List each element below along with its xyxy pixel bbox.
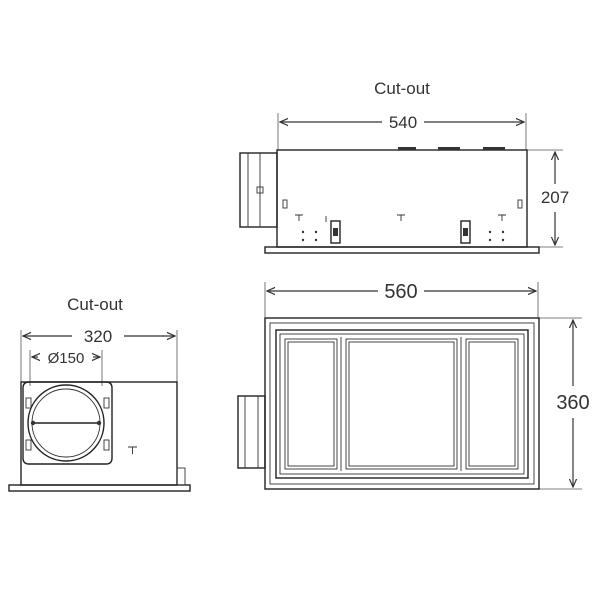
side-fan-body <box>239 147 540 254</box>
top-view: 560 360 <box>237 281 590 490</box>
top-width-dimension: 560 <box>264 281 539 318</box>
end-fan-body <box>8 381 191 492</box>
top-depth-label: 360 <box>556 392 589 414</box>
side-width-dimension: 540 <box>277 113 527 150</box>
duct-diameter-dimension: Ø150 <box>29 350 103 386</box>
side-height-label: 207 <box>541 188 569 207</box>
end-width-dimension: 320 <box>20 327 178 382</box>
top-width-label: 560 <box>384 281 417 303</box>
side-width-label: 540 <box>389 113 417 132</box>
side-view: Cut-out 540 207 <box>239 79 569 254</box>
top-depth-dimension: 360 <box>539 317 590 490</box>
end-cutout-label: Cut-out <box>67 295 123 314</box>
end-width-label: 320 <box>84 327 112 346</box>
side-height-dimension: 207 <box>527 149 569 248</box>
side-cutout-label: Cut-out <box>374 79 430 98</box>
top-fan-body <box>237 317 540 490</box>
end-view: Cut-out 320 Ø150 <box>8 295 191 492</box>
duct-diameter-label: Ø150 <box>48 350 85 367</box>
